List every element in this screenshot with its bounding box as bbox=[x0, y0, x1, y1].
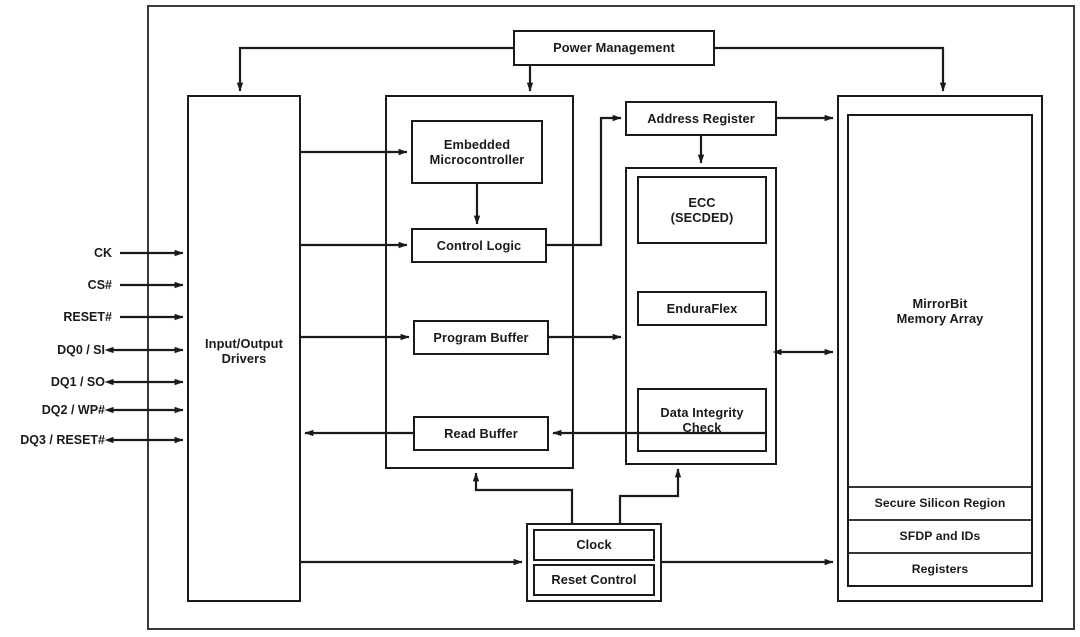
pin-label-dq2: DQ2 / WP# bbox=[41, 403, 105, 417]
pin-label-ck: CK bbox=[93, 246, 112, 260]
pm-to-memory-line bbox=[714, 46, 947, 92]
pin-label-cs: CS# bbox=[87, 278, 112, 292]
pin-label-dq1: DQ1 / SO bbox=[50, 375, 105, 389]
sfdp-and-ids-label: SFDP and IDs bbox=[899, 529, 981, 544]
address-register-label: Address Register bbox=[647, 110, 755, 126]
power-management-label: Power Management bbox=[553, 40, 675, 56]
embedded-mcu-label: Embedded Microcontroller bbox=[429, 136, 525, 167]
clock-to-core-logic-line bbox=[472, 472, 574, 524]
program-buffer-label: Program Buffer bbox=[433, 329, 529, 345]
io-drivers-box bbox=[187, 95, 301, 602]
pin-label-dq0: DQ0 / SI bbox=[57, 343, 105, 357]
clock-box bbox=[533, 529, 655, 561]
reset-control-label: Reset Control bbox=[551, 572, 637, 588]
clock-label: Clock bbox=[576, 537, 612, 553]
io-drivers-label: Input/Output Drivers bbox=[205, 335, 283, 366]
ecc-box bbox=[637, 176, 767, 244]
registers-label: Registers bbox=[911, 562, 969, 577]
pin-label-reset: RESET# bbox=[63, 310, 112, 324]
data-integrity-check-label: Data Integrity Check bbox=[660, 404, 744, 435]
pm-to-io-drivers-line bbox=[236, 46, 514, 92]
control-logic-box bbox=[411, 228, 547, 263]
reset-control-box bbox=[533, 564, 655, 596]
read-buffer-label: Read Buffer bbox=[444, 425, 518, 441]
enduraflex-box bbox=[637, 291, 767, 326]
data-integrity-box bbox=[637, 388, 767, 452]
control-logic-label: Control Logic bbox=[436, 237, 522, 253]
ecc-label: ECC (SECDED) bbox=[670, 194, 734, 225]
embedded-mcu-box bbox=[411, 120, 543, 184]
secure-silicon-region-label: Secure Silicon Region bbox=[874, 496, 1006, 511]
enduraflex-label: EnduraFlex bbox=[666, 300, 738, 316]
memory-array-label: MirrorBit Memory Array bbox=[896, 295, 984, 326]
control-logic-to-address-register-line bbox=[546, 114, 622, 247]
pin-label-dq3: DQ3 / RESET# bbox=[20, 433, 105, 447]
program-buffer-box bbox=[413, 320, 549, 355]
memory-inner-box bbox=[847, 114, 1033, 587]
address-register-box bbox=[625, 101, 777, 136]
clock-to-ecc-line bbox=[618, 468, 682, 524]
